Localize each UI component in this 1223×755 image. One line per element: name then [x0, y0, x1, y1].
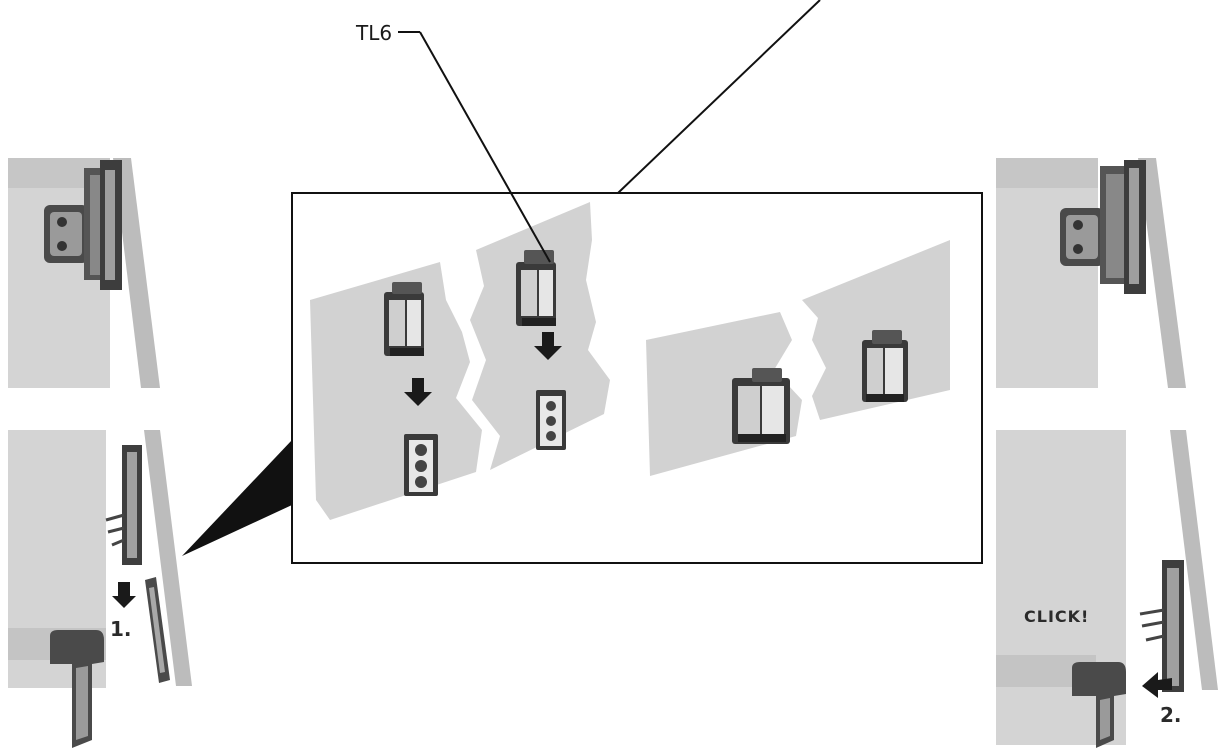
hinge-upper-left: [44, 160, 122, 290]
arrow-left-icon: [1142, 672, 1172, 698]
wall-plate-2: [536, 390, 566, 450]
wall-panel-a: [310, 262, 482, 520]
door-panel-right-upper: [1138, 158, 1186, 388]
hinge-cup-left-lower: [50, 630, 104, 748]
callout-wedge: [182, 440, 292, 556]
hinge-upper-right: [1060, 160, 1146, 294]
detail-inset: [291, 0, 983, 564]
step-one-label: 1.: [110, 617, 132, 641]
door-panel-left-upper: [113, 158, 160, 388]
door-panel-left-lower: [144, 430, 192, 686]
part-callout-label: TL6: [355, 21, 392, 45]
arrow-down-icon: [534, 332, 562, 360]
leader-line-inset: [617, 0, 821, 194]
mounting-bracket-1: [384, 282, 424, 356]
clip-piece-left: [145, 577, 170, 683]
hinge-arm-right-lower: [1139, 560, 1184, 692]
left-upper-hinge-view: [8, 158, 160, 388]
cabinet-edge-right-upper: [996, 158, 1098, 188]
arrow-down-icon: [404, 378, 432, 406]
wall-plate-1: [404, 434, 438, 496]
leader-line-tl6: [419, 31, 551, 263]
left-lower-hinge-view: 1.: [8, 430, 192, 748]
door-panel-right-lower: [1170, 430, 1218, 690]
mounted-bracket-3: [732, 368, 790, 444]
wall-panel-b: [470, 202, 610, 470]
mounting-bracket-2-tl6: [516, 250, 556, 326]
right-upper-hinge-view: [996, 158, 1186, 388]
click-label: CLICK!: [1024, 607, 1089, 626]
step-two-label: 2.: [1160, 703, 1182, 727]
right-lower-hinge-view: CLICK! 2.: [996, 430, 1218, 748]
hinge-arm-left-lower: [105, 445, 142, 565]
arrow-down-icon: [112, 582, 136, 608]
mounted-bracket-4: [862, 330, 908, 402]
hinge-cup-right-lower: [1072, 662, 1126, 748]
cabinet-panel-right-upper: [996, 158, 1098, 388]
